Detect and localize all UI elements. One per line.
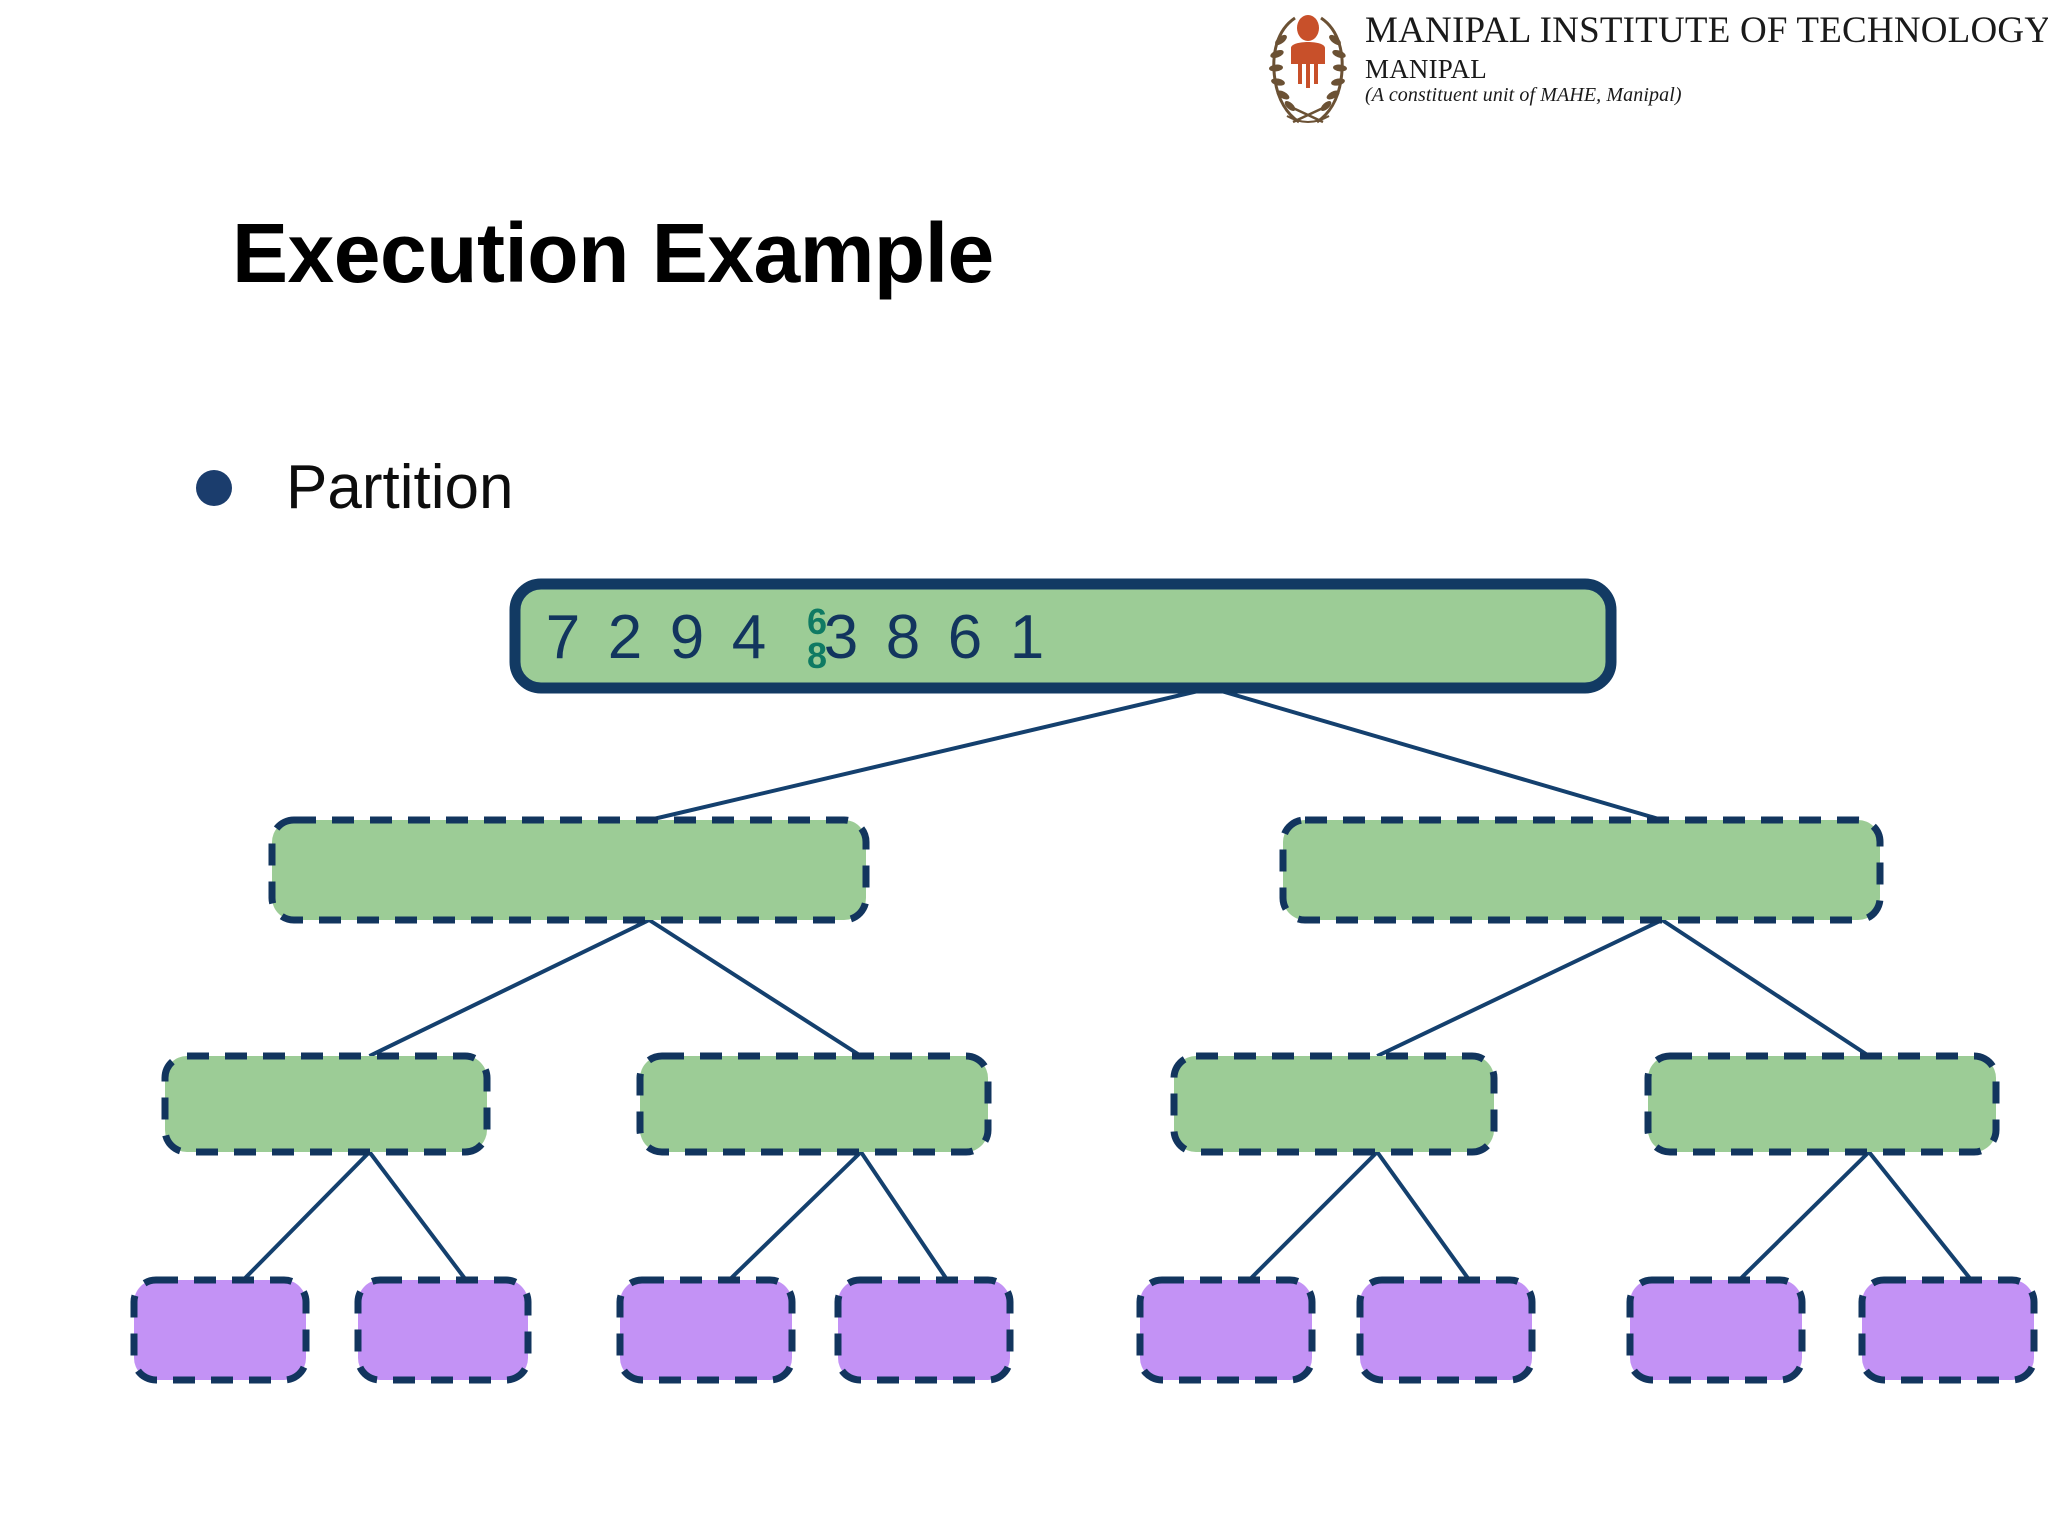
tree-node-n3 <box>161 1052 491 1156</box>
tree-node-l7 <box>1626 1276 1806 1384</box>
tree-node-l6 <box>1356 1276 1536 1384</box>
tree-edge-n6-l7 <box>1737 1150 1871 1282</box>
tree-edge-n5-l6 <box>1375 1150 1471 1282</box>
tree-node-layer <box>130 578 2038 1384</box>
root-sequence-digit-7: 1 <box>1010 603 1044 672</box>
tree-edge-n4-l3 <box>727 1150 863 1282</box>
tree-edge-n2-n6 <box>1660 918 1871 1058</box>
tree-node-l2 <box>354 1276 532 1384</box>
tree-node-n6 <box>1644 1052 2000 1156</box>
tree-node-l1 <box>130 1276 310 1384</box>
root-sequence-digit-0: 7 <box>546 603 580 672</box>
tree-edge-n1-n3 <box>368 918 651 1058</box>
tree-edge-layer <box>241 686 1973 1282</box>
tree-node-n2 <box>1279 816 1884 924</box>
institute-text-block: MANIPAL INSTITUTE OF TECHNOLOGY MANIPAL … <box>1365 0 2048 106</box>
tree-edge-n3-l1 <box>241 1150 371 1282</box>
tree-node-n5 <box>1170 1052 1498 1156</box>
root-sequence-digit-4: 3 <box>824 603 858 672</box>
root-sequence-digit-1: 2 <box>608 603 642 672</box>
bullet-dot-icon <box>196 469 232 506</box>
manipal-crest-icon <box>1265 4 1351 126</box>
institute-city: MANIPAL <box>1365 53 1487 84</box>
tree-node-n1 <box>268 816 870 924</box>
tree-edge-n0-n1 <box>648 686 1212 822</box>
bullet-list-item: Partition <box>196 452 513 523</box>
institute-name: MANIPAL INSTITUTE OF TECHNOLOGY <box>1365 10 2048 51</box>
tree-edge-n2-n5 <box>1376 918 1663 1058</box>
root-pivot-digit-1: 8 <box>807 635 827 676</box>
root-sequence-digit-2: 9 <box>670 603 704 672</box>
page-title: Execution Example <box>232 206 994 300</box>
tree-edge-n0-n2 <box>1210 686 1663 822</box>
tree-edge-n4-l4 <box>859 1150 949 1282</box>
tree-edge-n6-l8 <box>1867 1150 1973 1282</box>
tree-node-l8 <box>1858 1276 2038 1384</box>
bullet-item-label: Partition <box>286 453 514 522</box>
tree-edge-n3-l2 <box>367 1150 468 1282</box>
tree-node-n4 <box>636 1052 992 1156</box>
tree-node-l4 <box>834 1276 1014 1384</box>
tree-node-l3 <box>616 1276 796 1384</box>
root-pivot-digit-0: 6 <box>807 601 827 642</box>
root-sequence-digit-6: 6 <box>948 603 982 672</box>
tree-edge-n5-l5 <box>1247 1150 1379 1282</box>
root-sequence-digit-5: 8 <box>886 603 920 672</box>
root-sequence-digit-3: 4 <box>732 603 766 672</box>
institute-subtitle: (A constituent unit of MAHE, Manipal) <box>1365 84 1682 107</box>
institute-logo-header: MANIPAL INSTITUTE OF TECHNOLOGY MANIPAL … <box>1265 0 2048 138</box>
tree-edge-n1-n4 <box>648 918 863 1058</box>
tree-node-n0 <box>509 578 1617 694</box>
tree-node-l5 <box>1136 1276 1316 1384</box>
